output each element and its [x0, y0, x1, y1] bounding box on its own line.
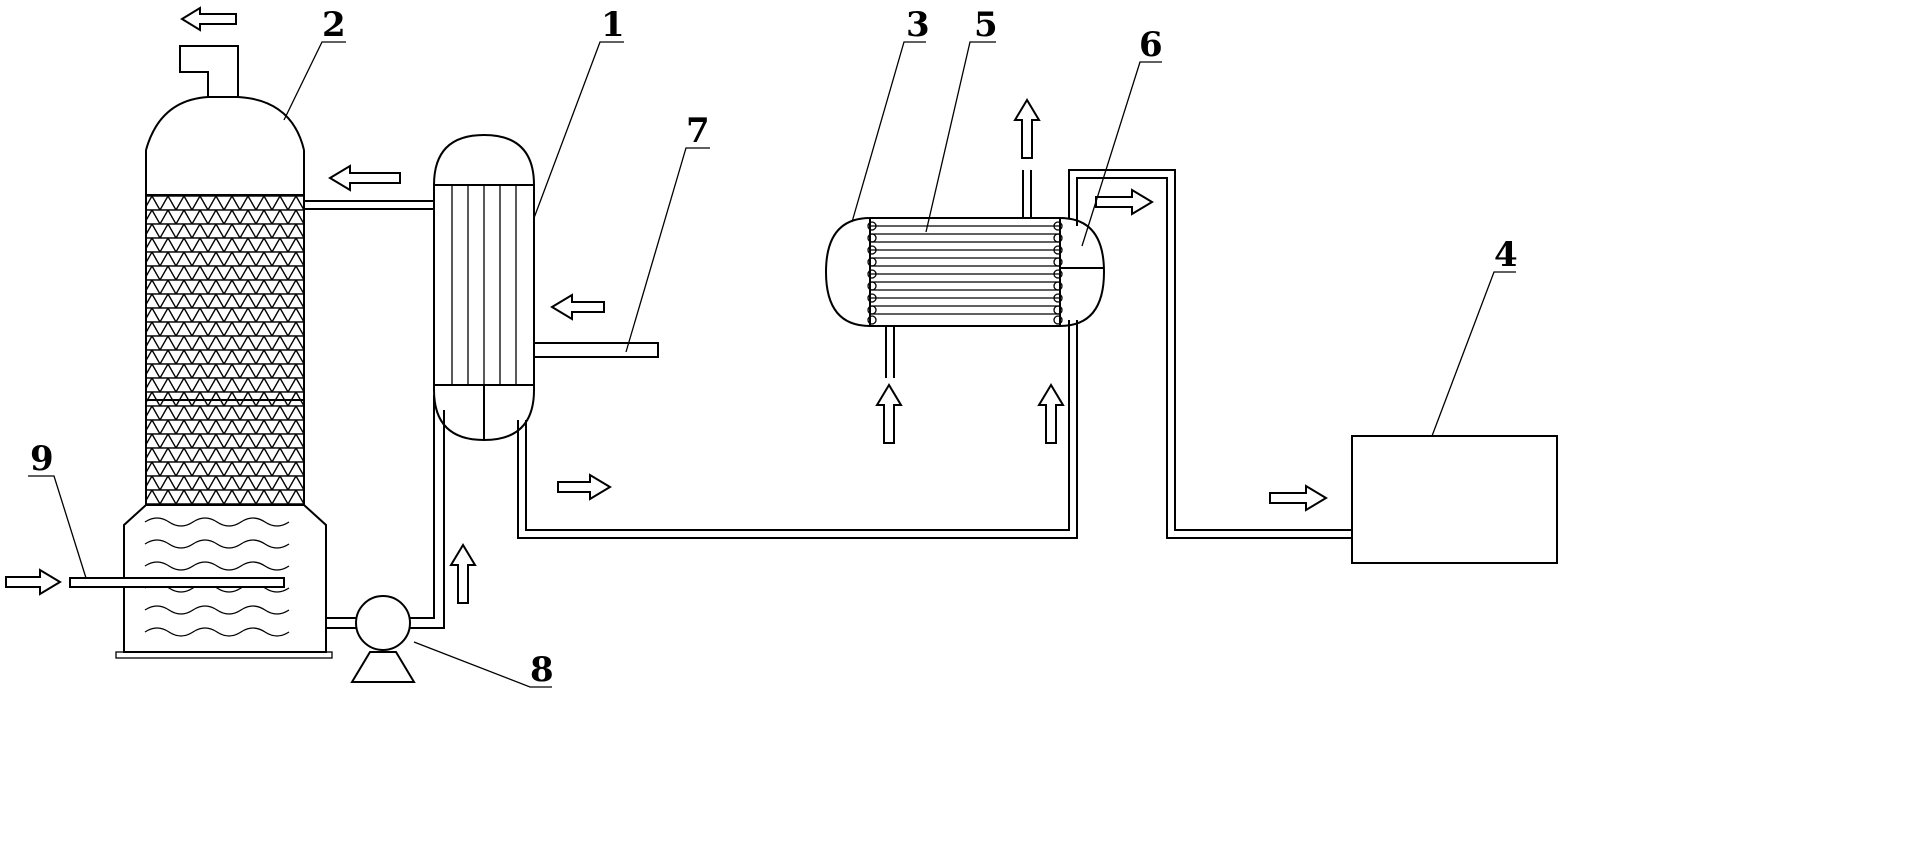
tower-top-outlet-pipe: [179, 45, 239, 97]
leader-5: [925, 41, 996, 233]
arrow-right-icon: [557, 473, 612, 501]
label-inlet-pipe: 7: [686, 111, 710, 151]
arrow-left-icon: [550, 293, 605, 321]
tower-base-plate: [115, 651, 333, 659]
arrow-up-icon: [1037, 383, 1065, 444]
tube-ends-right: [1053, 221, 1063, 325]
horizontal-exchanger: [824, 170, 1106, 378]
leader-4: [1431, 271, 1516, 437]
arrow-left-icon: [180, 6, 237, 32]
leader-lines: [28, 41, 1516, 688]
tower-dome: [145, 96, 305, 151]
leader-1: [533, 41, 624, 219]
pump-body: [355, 595, 411, 651]
flow-arrows: [5, 6, 1328, 604]
arrow-right-icon: [1095, 188, 1154, 216]
pump-base: [350, 651, 416, 683]
exchanger-tubes: [451, 185, 517, 385]
pump: [350, 595, 416, 683]
arrow-right-icon: [1269, 484, 1328, 512]
outlet-pipe-inner: [1068, 169, 1352, 531]
arrow-right-icon: [5, 568, 62, 596]
arrow-up-icon: [449, 543, 477, 604]
leader-9: [28, 475, 87, 579]
process-flow-diagram: 2 1 7 3 5 6 4 8 9: [5, 5, 1558, 688]
arrow-up-icon: [875, 383, 903, 444]
top-vent-pipe: [1022, 170, 1032, 218]
bottom-inlet-pipe: [885, 326, 895, 378]
label-feed-pipe: 9: [30, 439, 54, 479]
label-receiver-box: 4: [1494, 235, 1518, 275]
tube-ends-left: [867, 221, 877, 325]
label-shell-tube-unit: 3: [906, 5, 930, 45]
tube-bundle: [870, 225, 1060, 315]
absorption-tower: [115, 45, 333, 659]
pump-riser-inner: [410, 395, 435, 619]
packed-bed: [147, 196, 303, 504]
inlet-pipe: [534, 342, 659, 358]
feed-pipe: [69, 577, 285, 588]
pump-riser-outer: [410, 410, 445, 629]
leader-3: [851, 41, 926, 223]
return-pipe-inner: [525, 320, 1070, 531]
leader-6: [1081, 61, 1162, 247]
label-pump: 8: [530, 650, 554, 688]
exchanger-shell: [433, 133, 535, 442]
label-tube-bundle: 5: [974, 5, 998, 45]
label-absorption-tower: 2: [322, 5, 346, 45]
arrow-up-icon: [1013, 98, 1041, 159]
vertical-heat-exchanger: [433, 133, 535, 442]
label-outlet-head: 6: [1139, 25, 1163, 65]
outlet-pipe-outer: [1076, 177, 1352, 539]
return-pipe-outer: [517, 320, 1078, 539]
leader-8: [413, 641, 552, 688]
arrow-left-icon: [328, 164, 401, 192]
leader-7: [625, 147, 710, 353]
label-heat-exchanger: 1: [601, 5, 625, 45]
receiver-box: [1351, 435, 1558, 564]
leader-2: [283, 41, 346, 121]
